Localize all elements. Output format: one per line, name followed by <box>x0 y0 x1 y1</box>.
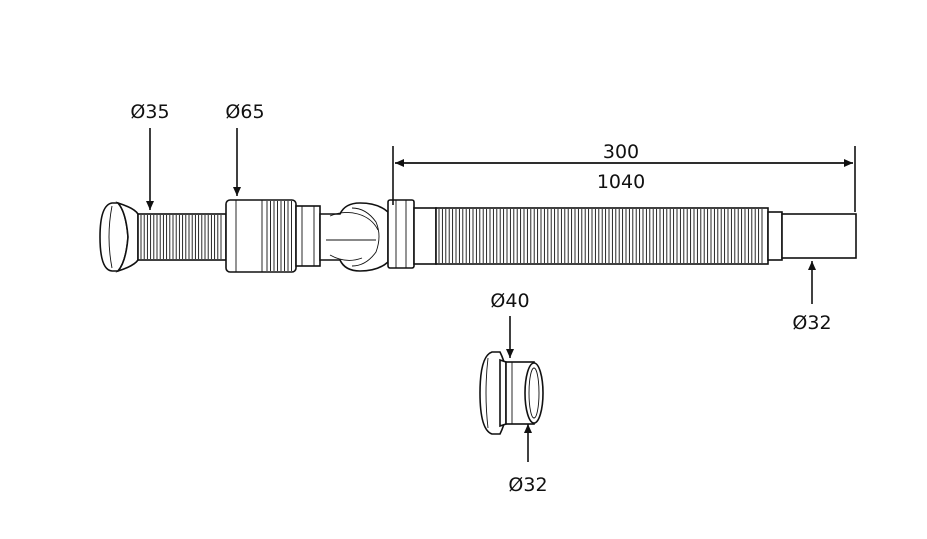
callout-drain-diameter: Ø35 <box>130 101 170 210</box>
min-length-label: 300 <box>603 141 639 163</box>
union-collar <box>387 199 437 269</box>
trap-bulb <box>319 202 389 272</box>
reducer-adapter <box>479 351 544 435</box>
callout-nut-diameter: Ø65 <box>225 101 265 196</box>
outlet-diameter-label: Ø32 <box>792 312 831 334</box>
callout-outlet-diameter: Ø32 <box>792 261 832 334</box>
long-corrugated-hose <box>435 207 769 265</box>
length-dimension: 300 1040 <box>392 141 856 212</box>
drain-diameter-label: Ø35 <box>130 101 169 123</box>
nut-diameter-label: Ø65 <box>225 101 264 123</box>
callout-adapter-outer-diameter: Ø40 <box>490 290 530 358</box>
drain-flange <box>99 201 139 273</box>
coupling-nut <box>225 199 321 273</box>
adapter-inner-diameter-label: Ø32 <box>508 474 547 496</box>
short-corrugated-tube <box>137 213 227 261</box>
callout-adapter-inner-diameter: Ø32 <box>508 424 548 496</box>
adapter-outer-diameter-label: Ø40 <box>490 290 529 312</box>
max-length-label: 1040 <box>597 171 645 193</box>
outlet-pipe <box>767 211 857 261</box>
